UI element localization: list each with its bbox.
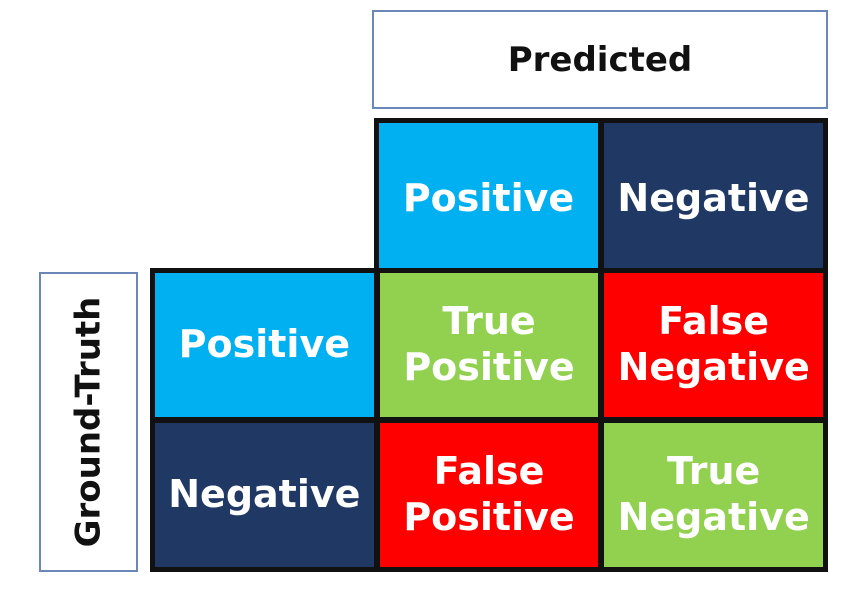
matrix-grid: Positive True Positive False Negative Ne… — [150, 268, 828, 572]
predicted-label-text: Predicted — [507, 39, 693, 80]
row-header-positive-text: Positive — [178, 322, 350, 367]
cell-false-positive: False Positive — [379, 423, 599, 567]
cell-false-negative-line1: False — [658, 299, 770, 344]
cell-true-positive-line2: Positive — [403, 345, 575, 389]
cell-true-positive-line1: True — [442, 299, 536, 344]
ground-truth-label-text: Ground-Truth — [68, 296, 109, 548]
column-header-negative: Negative — [604, 123, 823, 274]
cell-false-positive-line1: False — [433, 449, 545, 494]
column-header-positive-text: Positive — [402, 175, 575, 220]
cell-true-positive: True Positive — [379, 273, 599, 417]
ground-truth-axis-label: Ground-Truth — [39, 272, 138, 572]
cell-true-negative-line1: True — [667, 449, 761, 494]
row-header-negative-text: Negative — [168, 472, 361, 517]
cell-true-negative: True Negative — [604, 423, 823, 567]
predicted-column-headers: Positive Negative — [374, 118, 828, 274]
column-header-negative-text: Negative — [617, 175, 810, 220]
cell-false-negative-line2: Negative — [617, 345, 810, 389]
cell-false-positive-line2: Positive — [403, 495, 575, 539]
cell-false-negative: False Negative — [604, 273, 823, 417]
predicted-axis-label: Predicted — [372, 10, 828, 109]
row-header-negative: Negative — [155, 423, 374, 567]
column-header-positive: Positive — [379, 123, 598, 274]
row-header-positive: Positive — [155, 273, 374, 417]
cell-true-negative-line2: Negative — [617, 495, 810, 539]
